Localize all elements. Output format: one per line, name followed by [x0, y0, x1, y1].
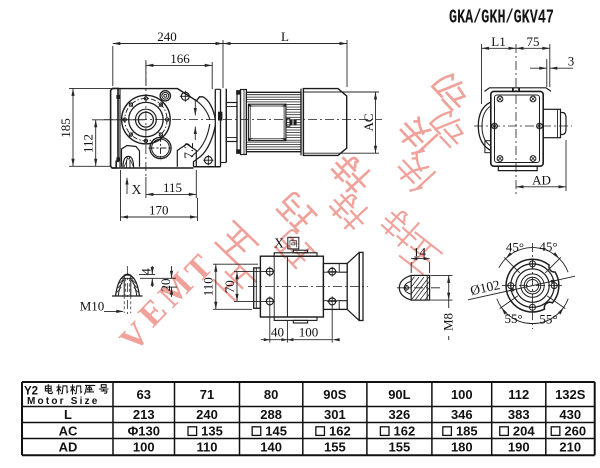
svg-text:55°: 55° — [539, 312, 557, 327]
svg-text:AD: AD — [532, 173, 551, 188]
svg-text:14: 14 — [413, 244, 427, 259]
svg-text:213: 213 — [133, 407, 155, 422]
svg-text:M8: M8 — [440, 313, 455, 331]
svg-text:7.2: 7.2 — [181, 142, 196, 158]
svg-text:383: 383 — [508, 407, 530, 422]
svg-text:135: 135 — [201, 423, 223, 438]
svg-text:Ø102: Ø102 — [469, 277, 502, 298]
svg-text:110: 110 — [200, 277, 215, 296]
svg-text:X: X — [274, 236, 284, 251]
svg-text:45°: 45° — [506, 239, 524, 254]
svg-text:260: 260 — [564, 423, 586, 438]
svg-text:Φ130: Φ130 — [128, 423, 160, 438]
svg-text:3: 3 — [568, 54, 575, 69]
svg-text:L: L — [64, 407, 72, 422]
svg-text:162: 162 — [394, 423, 416, 438]
svg-text:45°: 45° — [539, 239, 557, 254]
svg-text:185: 185 — [456, 423, 478, 438]
svg-text:170: 170 — [149, 203, 169, 218]
svg-text:155: 155 — [324, 439, 346, 454]
svg-text:90S: 90S — [323, 387, 346, 402]
svg-text:155: 155 — [389, 439, 411, 454]
svg-text:110: 110 — [197, 439, 218, 454]
svg-text:346: 346 — [451, 407, 473, 422]
svg-text:115: 115 — [163, 180, 182, 195]
svg-text:162: 162 — [329, 423, 351, 438]
svg-text:90L: 90L — [388, 387, 410, 402]
svg-text:4: 4 — [139, 268, 154, 275]
svg-text:288: 288 — [260, 407, 282, 422]
svg-text:71: 71 — [200, 387, 214, 402]
svg-text:430: 430 — [559, 407, 581, 422]
svg-text:140: 140 — [260, 439, 282, 454]
svg-text:M10: M10 — [80, 299, 105, 314]
svg-text:240: 240 — [157, 29, 177, 44]
svg-text:75: 75 — [527, 34, 540, 49]
svg-text:GKA/GKH/GKV47: GKA/GKH/GKV47 — [449, 7, 554, 29]
svg-text:180: 180 — [451, 439, 473, 454]
svg-text:40: 40 — [271, 325, 284, 340]
svg-text:L: L — [281, 29, 289, 44]
svg-text:210: 210 — [559, 439, 581, 454]
svg-text:55°: 55° — [504, 311, 522, 326]
svg-text:Y2: Y2 — [24, 386, 38, 398]
svg-text:AC: AC — [361, 113, 376, 131]
svg-text:L1: L1 — [491, 34, 505, 49]
svg-text:112: 112 — [508, 387, 529, 402]
svg-text:145: 145 — [265, 423, 287, 438]
svg-text:X: X — [132, 182, 142, 197]
svg-text:132S: 132S — [555, 387, 586, 402]
svg-text:AC: AC — [59, 423, 78, 438]
svg-text:100: 100 — [451, 387, 473, 402]
svg-text:301: 301 — [324, 407, 346, 422]
svg-text:326: 326 — [389, 407, 411, 422]
svg-text:240: 240 — [196, 407, 218, 422]
svg-text:20: 20 — [158, 279, 173, 292]
svg-text:Motor Size: Motor Size — [27, 396, 100, 407]
svg-text:80: 80 — [264, 387, 278, 402]
svg-text:70: 70 — [222, 280, 237, 293]
svg-text:63: 63 — [137, 387, 151, 402]
svg-text:166: 166 — [170, 51, 190, 66]
svg-text:190: 190 — [508, 439, 530, 454]
svg-text:100: 100 — [299, 325, 319, 340]
svg-text:112: 112 — [81, 134, 96, 153]
svg-text:204: 204 — [513, 423, 535, 438]
svg-text:100: 100 — [133, 439, 155, 454]
svg-text:185: 185 — [58, 118, 73, 138]
svg-text:AD: AD — [59, 439, 78, 454]
